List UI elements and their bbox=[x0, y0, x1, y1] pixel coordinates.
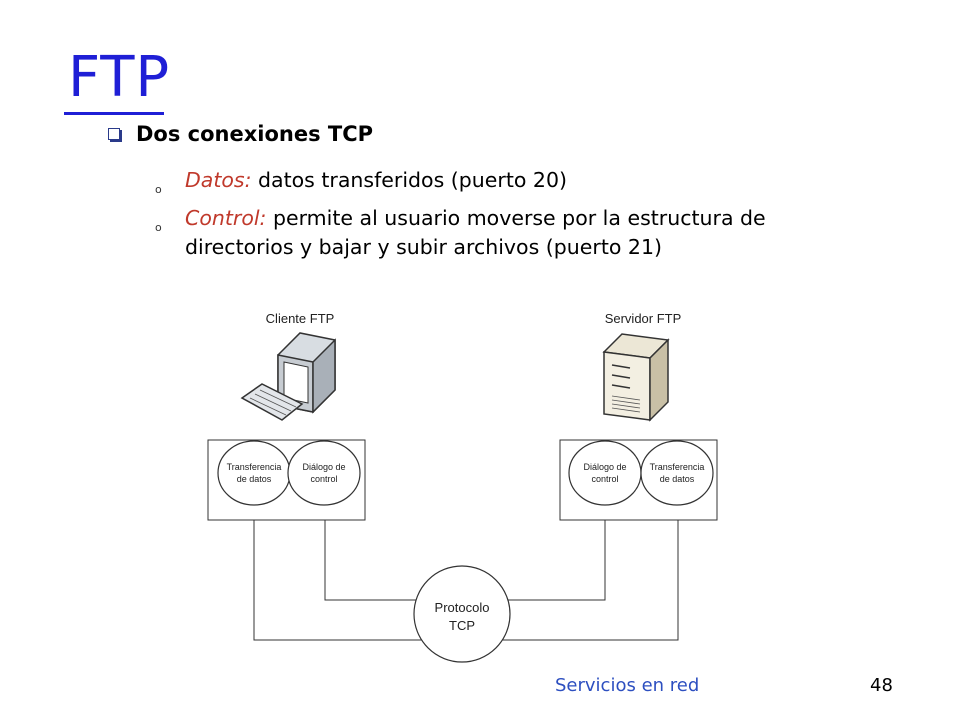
server-icon bbox=[602, 333, 670, 422]
computer-icon bbox=[240, 332, 336, 421]
sub-item-text: permite al usuario moverse por la estruc… bbox=[185, 206, 766, 259]
server-control-circle bbox=[568, 440, 642, 506]
client-data-line bbox=[253, 505, 425, 641]
server-data-circle bbox=[640, 440, 714, 506]
server-data-label-1: Transferencia bbox=[650, 462, 705, 472]
slide-title: FTP bbox=[68, 45, 171, 110]
circle-bullet-icon: o bbox=[155, 221, 162, 234]
tcp-circle bbox=[413, 565, 511, 663]
client-control-label-2: control bbox=[310, 474, 337, 484]
title-underline bbox=[64, 112, 164, 115]
sub-item-term: Control: bbox=[185, 206, 267, 230]
tcp-label-2: TCP bbox=[449, 618, 475, 633]
sub-item-text: datos transferidos (puerto 20) bbox=[251, 168, 568, 192]
footer-text: Servicios en red bbox=[555, 675, 700, 696]
client-data-label-2: de datos bbox=[237, 474, 272, 484]
client-label: Cliente FTP bbox=[266, 311, 335, 326]
server-control-line bbox=[505, 505, 606, 601]
sub-item-datos: o Datos: datos transferidos (puerto 20) bbox=[155, 166, 875, 196]
client-control-circle bbox=[287, 440, 361, 506]
circle-bullet-icon: o bbox=[155, 183, 162, 196]
bullet-item: Dos conexiones TCP bbox=[108, 122, 373, 146]
bullet-text: Dos conexiones TCP bbox=[136, 122, 374, 146]
sub-item-control: o Control: permite al usuario moverse po… bbox=[155, 204, 875, 262]
server-data-line bbox=[500, 505, 679, 641]
server-control-label-2: control bbox=[591, 474, 618, 484]
checkbox-bullet-icon bbox=[108, 128, 120, 140]
tcp-label-1: Protocolo bbox=[435, 600, 490, 615]
server-label: Servidor FTP bbox=[605, 311, 682, 326]
sub-item-term: Datos: bbox=[185, 168, 252, 192]
client-control-label-1: Diálogo de bbox=[302, 462, 345, 472]
page-number: 48 bbox=[870, 675, 893, 696]
client-data-circle bbox=[217, 440, 291, 506]
client-control-line bbox=[324, 505, 420, 601]
server-data-label-2: de datos bbox=[660, 474, 695, 484]
server-control-label-1: Diálogo de bbox=[583, 462, 626, 472]
connection-lines bbox=[253, 505, 679, 641]
client-data-label-1: Transferencia bbox=[227, 462, 282, 472]
